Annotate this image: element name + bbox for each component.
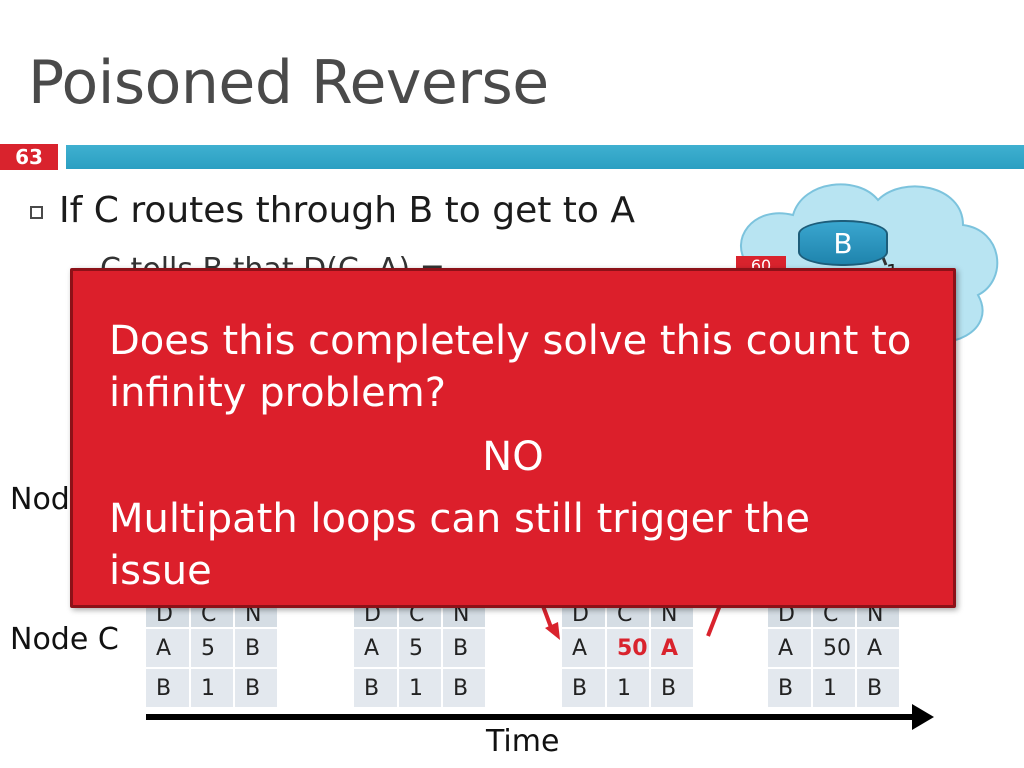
router-b-label: B — [833, 226, 853, 260]
table-row: A 5 B — [354, 628, 487, 669]
table-cell-highlight: 50 — [606, 628, 651, 669]
table-cell: B — [562, 668, 607, 709]
square-bullet-icon — [30, 206, 43, 219]
table-cell: 1 — [190, 668, 235, 709]
timeline-arrow-shaft — [146, 714, 916, 720]
slide-number-badge: 63 — [0, 144, 58, 170]
table-cell: 5 — [190, 628, 235, 669]
table-row: A 50 A — [562, 628, 695, 669]
table-cell: B — [442, 668, 487, 709]
table-cell: A — [768, 628, 813, 669]
routing-table-3: D C N A 50 A B 1 B — [562, 602, 695, 709]
table-cell: 1 — [398, 668, 443, 709]
table-cell: B — [146, 668, 191, 709]
banner-gap — [58, 145, 66, 169]
table-row: B 1 B — [562, 668, 695, 709]
table-cell: B — [234, 668, 279, 709]
table-cell: A — [354, 628, 399, 669]
bullet-text: If C routes through B to get to A — [59, 190, 636, 231]
table-cell: A — [146, 628, 191, 669]
table-cell: B — [442, 628, 487, 669]
table-row: A 5 B — [146, 628, 279, 669]
timeline-label: Time — [486, 724, 560, 759]
callout-explanation: Multipath loops can still trigger the is… — [109, 496, 811, 594]
table-row: D C N — [146, 602, 279, 629]
table-cell: 50 — [812, 628, 857, 669]
router-b-icon: B — [798, 220, 888, 266]
title-banner-bar — [66, 145, 1024, 169]
table-cell: 5 — [398, 628, 443, 669]
timeline-arrow-head-icon — [912, 704, 934, 730]
routing-table-1: D C N A 5 B B 1 B — [146, 602, 279, 709]
node-c-label: Node C — [10, 622, 119, 657]
bullet-item: If C routes through B to get to A — [30, 190, 635, 231]
table-cell: 1 — [812, 668, 857, 709]
callout-question: Does this completely solve this count to… — [109, 318, 912, 416]
table-cell: 1 — [606, 668, 651, 709]
table-row: B 1 B — [146, 668, 279, 709]
table-cell-highlight: A — [650, 628, 695, 669]
table-row: B 1 B — [354, 668, 487, 709]
table-cell: A — [856, 628, 901, 669]
table-row: B 1 B — [768, 668, 901, 709]
table-cell: B — [768, 668, 813, 709]
routing-table-4: D C N A 50 A B 1 B — [768, 602, 901, 709]
table-cell: B — [856, 668, 901, 709]
question-callout: Does this completely solve this count to… — [70, 268, 956, 608]
update-arrow-in-head — [545, 622, 560, 640]
callout-short-answer: NO — [482, 434, 544, 480]
table-cell: B — [234, 628, 279, 669]
table-row: A 50 A — [768, 628, 901, 669]
table-cell: A — [562, 628, 607, 669]
slide-title: Poisoned Reverse — [28, 48, 549, 118]
table-cell: B — [650, 668, 695, 709]
table-cell: B — [354, 668, 399, 709]
